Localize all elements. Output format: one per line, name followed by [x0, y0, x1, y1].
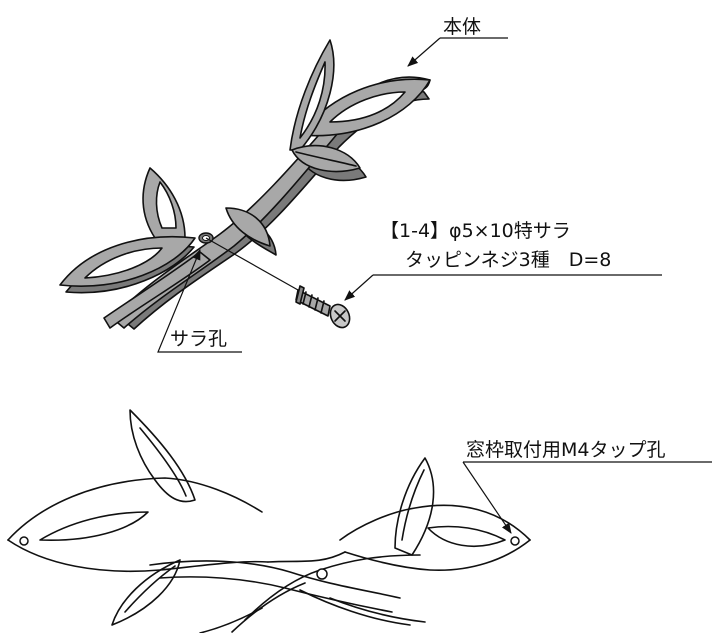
- leaf-upper-right: [299, 78, 431, 137]
- leader-countersunk: [157, 249, 242, 353]
- leader-screw: [344, 274, 662, 301]
- label-body: 本体: [443, 16, 481, 38]
- label-screw-type: タッピンネジ3種 D=8: [405, 249, 611, 271]
- right-mounting-hole: [510, 536, 520, 546]
- left-mounting-hole: [19, 536, 29, 546]
- center-hole: [316, 568, 328, 580]
- label-countersunk-hole: サラ孔: [170, 328, 227, 350]
- label-mounting-hole: 窓枠取付用M4タップ孔: [466, 439, 665, 461]
- leaf-center-small: [225, 207, 271, 247]
- tapping-screw: [295, 285, 351, 329]
- label-screw-spec: 【1-4】φ5×10特サラ: [380, 220, 571, 242]
- leaf-left-upright: [142, 167, 186, 239]
- ornament-front-view: [7, 409, 531, 633]
- ornament-lower-arm: [103, 251, 211, 329]
- screw-axis-line: [205, 237, 299, 291]
- leaf-left-large: [59, 235, 196, 287]
- ornament-3d-view: [59, 39, 431, 330]
- leaf-top: [289, 39, 335, 151]
- leader-body: [407, 37, 508, 67]
- leader-mounting-hole: [462, 461, 712, 534]
